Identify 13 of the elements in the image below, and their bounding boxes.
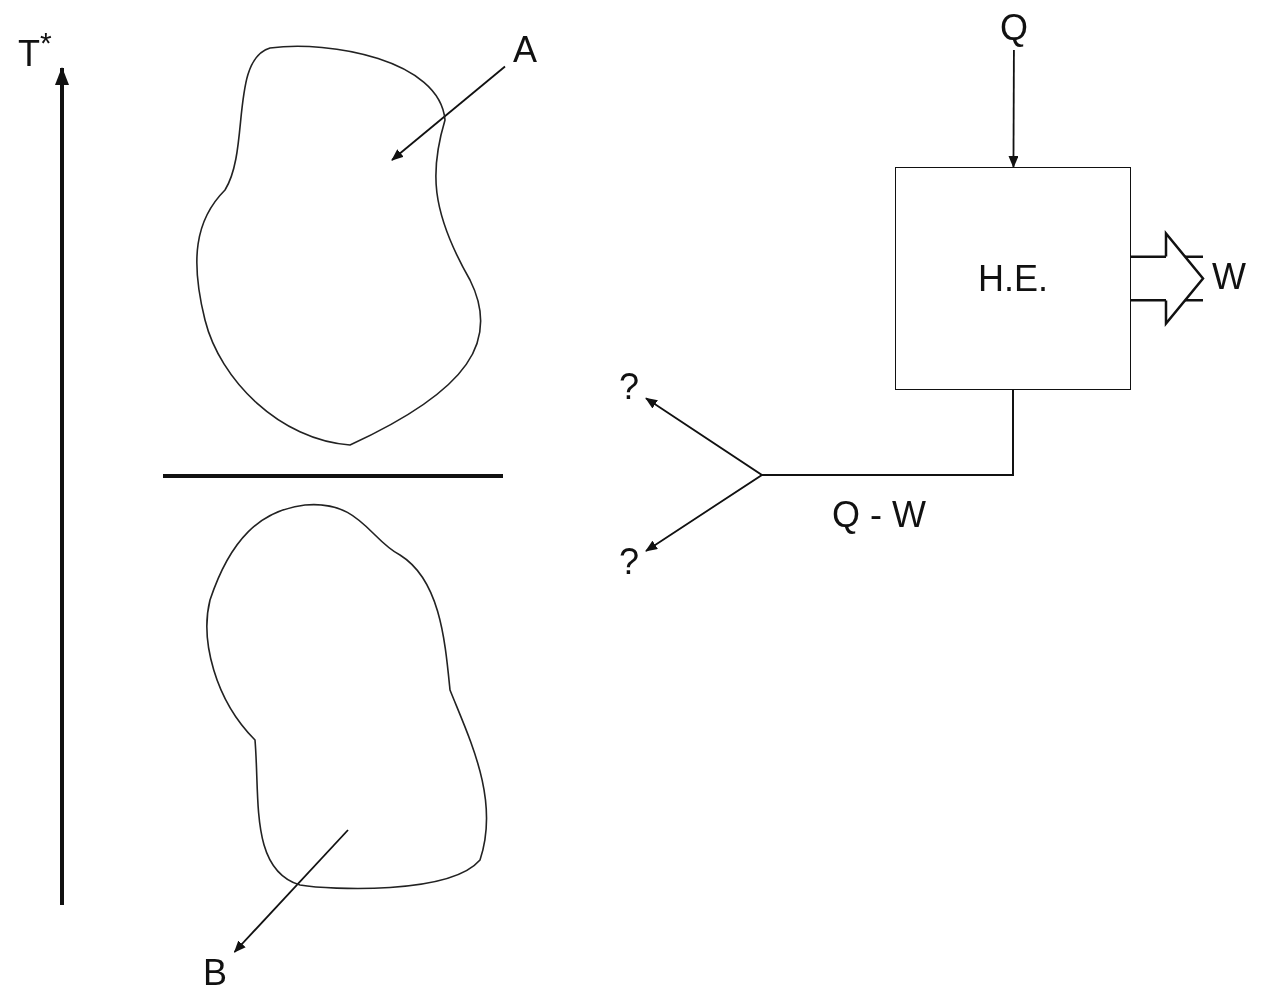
arrow	[1008, 49, 1019, 168]
arrow	[233, 829, 349, 953]
node-label: ?	[612, 365, 646, 409]
node-label: Q	[994, 6, 1034, 50]
node-label: A	[505, 28, 545, 72]
node-label: W	[1200, 255, 1258, 299]
engine-box: H.E.	[895, 167, 1131, 390]
hollow-arrow	[1131, 232, 1205, 325]
arrow	[645, 389, 1014, 552]
node-label: ?	[612, 540, 646, 584]
arrow	[391, 65, 506, 161]
axis-label: T$^{*}$	[18, 28, 52, 72]
node-label: B	[195, 952, 235, 994]
